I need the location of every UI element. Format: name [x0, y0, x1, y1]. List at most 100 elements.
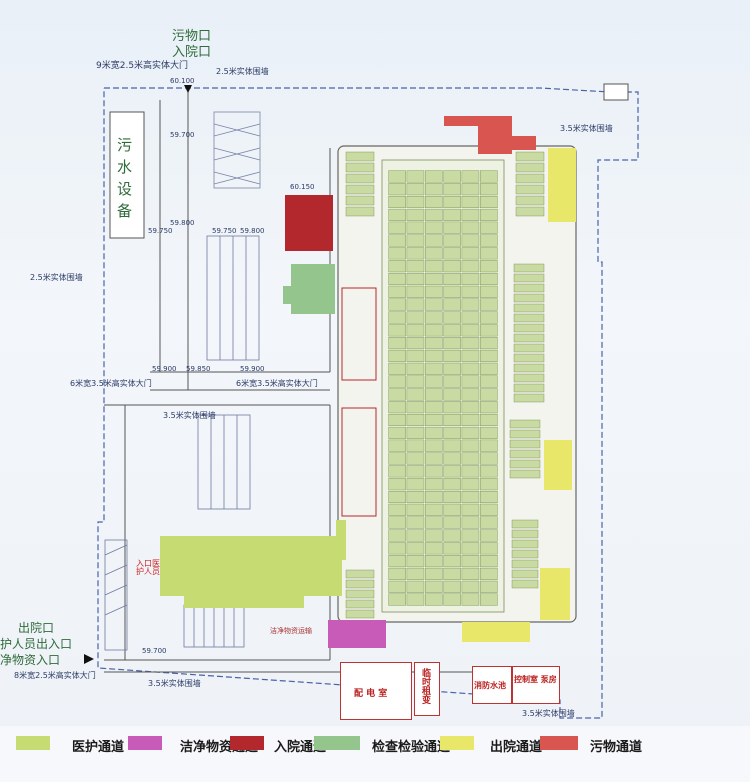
wing-room [515, 195, 545, 206]
ward-room [406, 388, 425, 401]
ward-room [461, 298, 480, 311]
ward-room [461, 478, 480, 491]
ward-room [425, 542, 443, 555]
elevation-label: 59.850 [186, 365, 211, 373]
ward-room [388, 593, 406, 606]
ward-room [406, 337, 425, 350]
main-building [337, 145, 577, 623]
ward-room [406, 414, 425, 427]
legend-label-discharge: 出院通道 [490, 740, 543, 755]
ward-room [406, 285, 425, 298]
elevation-label: 59.750 [148, 227, 173, 235]
wing-room [511, 579, 539, 589]
ward-room [388, 183, 406, 196]
ward-room [425, 491, 443, 504]
ward-room [443, 311, 461, 324]
ward-room [425, 529, 443, 542]
ward-room [461, 555, 480, 568]
ward-room [461, 542, 480, 555]
ward-room [388, 516, 406, 529]
parking-area-middle [104, 235, 260, 651]
ward-room [406, 593, 425, 606]
ward-room [480, 375, 498, 388]
ward-room [461, 311, 480, 324]
inspection-zone [283, 264, 335, 314]
wing-room [513, 283, 545, 293]
ward-room [480, 273, 498, 286]
admission-entry-label: 入院口 [172, 45, 212, 60]
ward-room [480, 426, 498, 439]
wing-room [345, 569, 375, 579]
ward-room [443, 195, 461, 208]
sewage-label: 污水设备 [117, 136, 134, 220]
wing-room [509, 419, 541, 429]
ward-room [443, 285, 461, 298]
wing-room [345, 206, 375, 217]
ward-room [406, 580, 425, 593]
site-boundary [97, 87, 639, 719]
wing-room [511, 569, 539, 579]
legend: 医护通道 洁净物资通道 入院通道 检查检验通道 出院通道 污物通道 [0, 726, 750, 782]
ward-room [425, 170, 443, 183]
ward-room [406, 439, 425, 452]
ward-room [388, 388, 406, 401]
ward-room [388, 195, 406, 208]
wing-room [511, 559, 539, 569]
elevation-label: 59.900 [240, 365, 265, 373]
ward-room [388, 401, 406, 414]
ward-room [461, 208, 480, 221]
wing-room [515, 151, 545, 162]
fire-pool-label: 消防水池 [474, 681, 506, 690]
wall-mid-label: 3.5米实体围墙 [163, 411, 216, 420]
ward-room [443, 298, 461, 311]
wing-room [511, 519, 539, 529]
ward-room [406, 260, 425, 273]
ward-room [443, 208, 461, 221]
ward-room [406, 170, 425, 183]
wing-room [345, 184, 375, 195]
gate-bottom-label: 8米宽2.5米高实体大门 [14, 671, 96, 680]
ward-room [388, 491, 406, 504]
ward-room [461, 580, 480, 593]
legend-label-admission: 入院通道 [274, 740, 327, 755]
ward-room [480, 388, 498, 401]
red-ward-strips [341, 287, 377, 517]
control-room-label: 控制室 泵房 [514, 675, 557, 684]
ward-room [443, 362, 461, 375]
clean-transport-label: 洁净物资运输 [270, 627, 312, 635]
ward-room [443, 401, 461, 414]
wing-room [513, 373, 545, 383]
wing-room [513, 393, 545, 403]
fire-pool [472, 666, 512, 704]
side-wings [345, 151, 545, 619]
ward-room [443, 337, 461, 350]
ward-room [425, 452, 443, 465]
ward-room [388, 478, 406, 491]
ward-room [443, 516, 461, 529]
elevation-label: 59.700 [142, 647, 167, 655]
legend-label-inspection: 检查检验通道 [372, 740, 451, 755]
ward-room [406, 555, 425, 568]
elevation-label: 60.100 [170, 77, 195, 85]
ward-room [425, 221, 443, 234]
legend-swatch-clean [128, 736, 162, 750]
wall-left-label: 2.5米实体围墙 [30, 273, 83, 282]
ward-room [480, 349, 498, 362]
ward-grid [388, 170, 498, 606]
ward-room [425, 580, 443, 593]
legend-label-medical: 医护通道 [72, 740, 125, 755]
ward-room [461, 247, 480, 260]
ward-room [406, 195, 425, 208]
wing-room [509, 429, 541, 439]
entry-arrow-icon [84, 654, 94, 664]
ward-room [406, 426, 425, 439]
ward-room [425, 567, 443, 580]
ward-room [388, 285, 406, 298]
ward-room [425, 516, 443, 529]
ward-room [443, 503, 461, 516]
wing-room [513, 353, 545, 363]
ward-room [388, 221, 406, 234]
ward-room [406, 221, 425, 234]
clean-goods-zone [328, 620, 386, 648]
ward-room [425, 439, 443, 452]
